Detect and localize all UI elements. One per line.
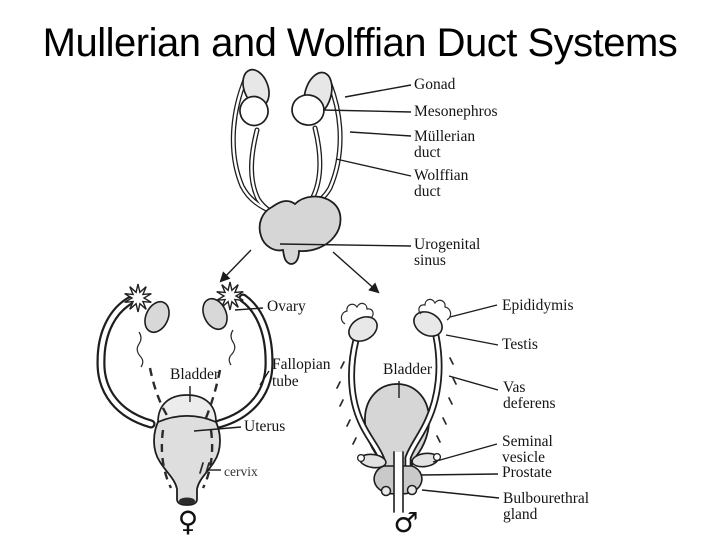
label-mullerian-duct-line2: duct (414, 144, 441, 161)
leader-wolffian-duct (335, 158, 412, 177)
wolffian-remnant-dashes (148, 367, 222, 489)
leader-epididymis (449, 304, 498, 318)
label-epididymis: Epididymis (502, 297, 573, 314)
label-bulbourethral-gland-line2: gland (503, 506, 538, 523)
cervix-opening (179, 497, 195, 505)
label-wolffian-duct-line2: duct (414, 183, 441, 200)
differentiation-arrows (219, 249, 380, 294)
label-bulbourethral-gland-line1: Bulbourethral (503, 490, 589, 507)
leader-gonad (344, 84, 412, 98)
label-fallopian-tube-line1: Fallopian (272, 356, 331, 373)
urogenital-sinus-shape (258, 195, 342, 265)
leader-uterus (193, 426, 242, 432)
label-mesonephros: Mesonephros (414, 103, 498, 120)
undifferentiated-figure: Gonad Mesonephros Müllerian duct Wolffia… (233, 68, 498, 269)
label-uterus: Uterus (244, 418, 285, 435)
urethra (393, 451, 404, 513)
leader-seminal-vesicle (432, 443, 498, 463)
label-cervix: cervix (224, 464, 258, 479)
leader-mesonephros (322, 109, 412, 113)
leader-vas-deferens (448, 375, 499, 391)
ovary-right (202, 281, 245, 331)
leader-testis (445, 334, 499, 346)
cervix-tick-marks (199, 462, 210, 474)
leader-prostate (420, 473, 499, 476)
label-testis: Testis (502, 336, 538, 353)
label-prostate: Prostate (502, 464, 552, 481)
arrow-to-male (332, 251, 380, 294)
label-bladder-male: Bladder (383, 361, 433, 378)
label-ovary: Ovary (267, 298, 306, 315)
epididymis-right (418, 298, 452, 321)
label-gonad: Gonad (414, 76, 456, 93)
male-figure: Epididymis Testis Bladder Vas deferens S… (336, 297, 589, 539)
gonad-right (291, 94, 325, 126)
label-vas-deferens-line1: Vas (503, 379, 525, 396)
mullerian-remnant-dashes (336, 357, 457, 445)
leader-bulbourethral-gland (421, 489, 500, 499)
bulbourethral-glands (380, 484, 418, 497)
bladder-female-shape (157, 394, 217, 424)
label-fallopian-tube-line2: tube (272, 373, 299, 390)
gonad-left (239, 95, 269, 127)
testis-left (340, 302, 378, 342)
label-urogenital-sinus-line1: Urogenital (414, 236, 480, 253)
uterus-shape (153, 410, 221, 506)
seminal-vesicles (356, 452, 442, 469)
label-seminal-vesicle-line1: Seminal (502, 433, 553, 450)
arrow-to-female (219, 249, 252, 283)
label-bladder-female: Bladder (170, 366, 220, 383)
label-mullerian-duct-line1: Müllerian (414, 128, 475, 145)
female-figure: Ovary Bladder Fallopian tube Uterus cerv… (101, 281, 331, 538)
label-wolffian-duct-line1: Wolffian (414, 167, 469, 184)
male-symbol: ♂ (393, 506, 418, 539)
testis-right (413, 298, 452, 337)
ligament-squiggles (136, 329, 236, 368)
leader-fallopian-tube (259, 370, 270, 386)
epididymis-left (340, 302, 374, 325)
leader-ovary (234, 307, 264, 311)
label-vas-deferens-line2: deferens (503, 395, 556, 412)
female-symbol: ♀ (178, 505, 199, 538)
label-urogenital-sinus-line2: sinus (414, 252, 446, 269)
leader-mullerian-duct (349, 131, 412, 137)
page-title: Mullerian and Wolffian Duct Systems (42, 21, 678, 65)
leader-urogenital-sinus (279, 243, 412, 247)
ovary-left (123, 283, 170, 334)
label-seminal-vesicle-line2: vesicle (502, 449, 545, 466)
